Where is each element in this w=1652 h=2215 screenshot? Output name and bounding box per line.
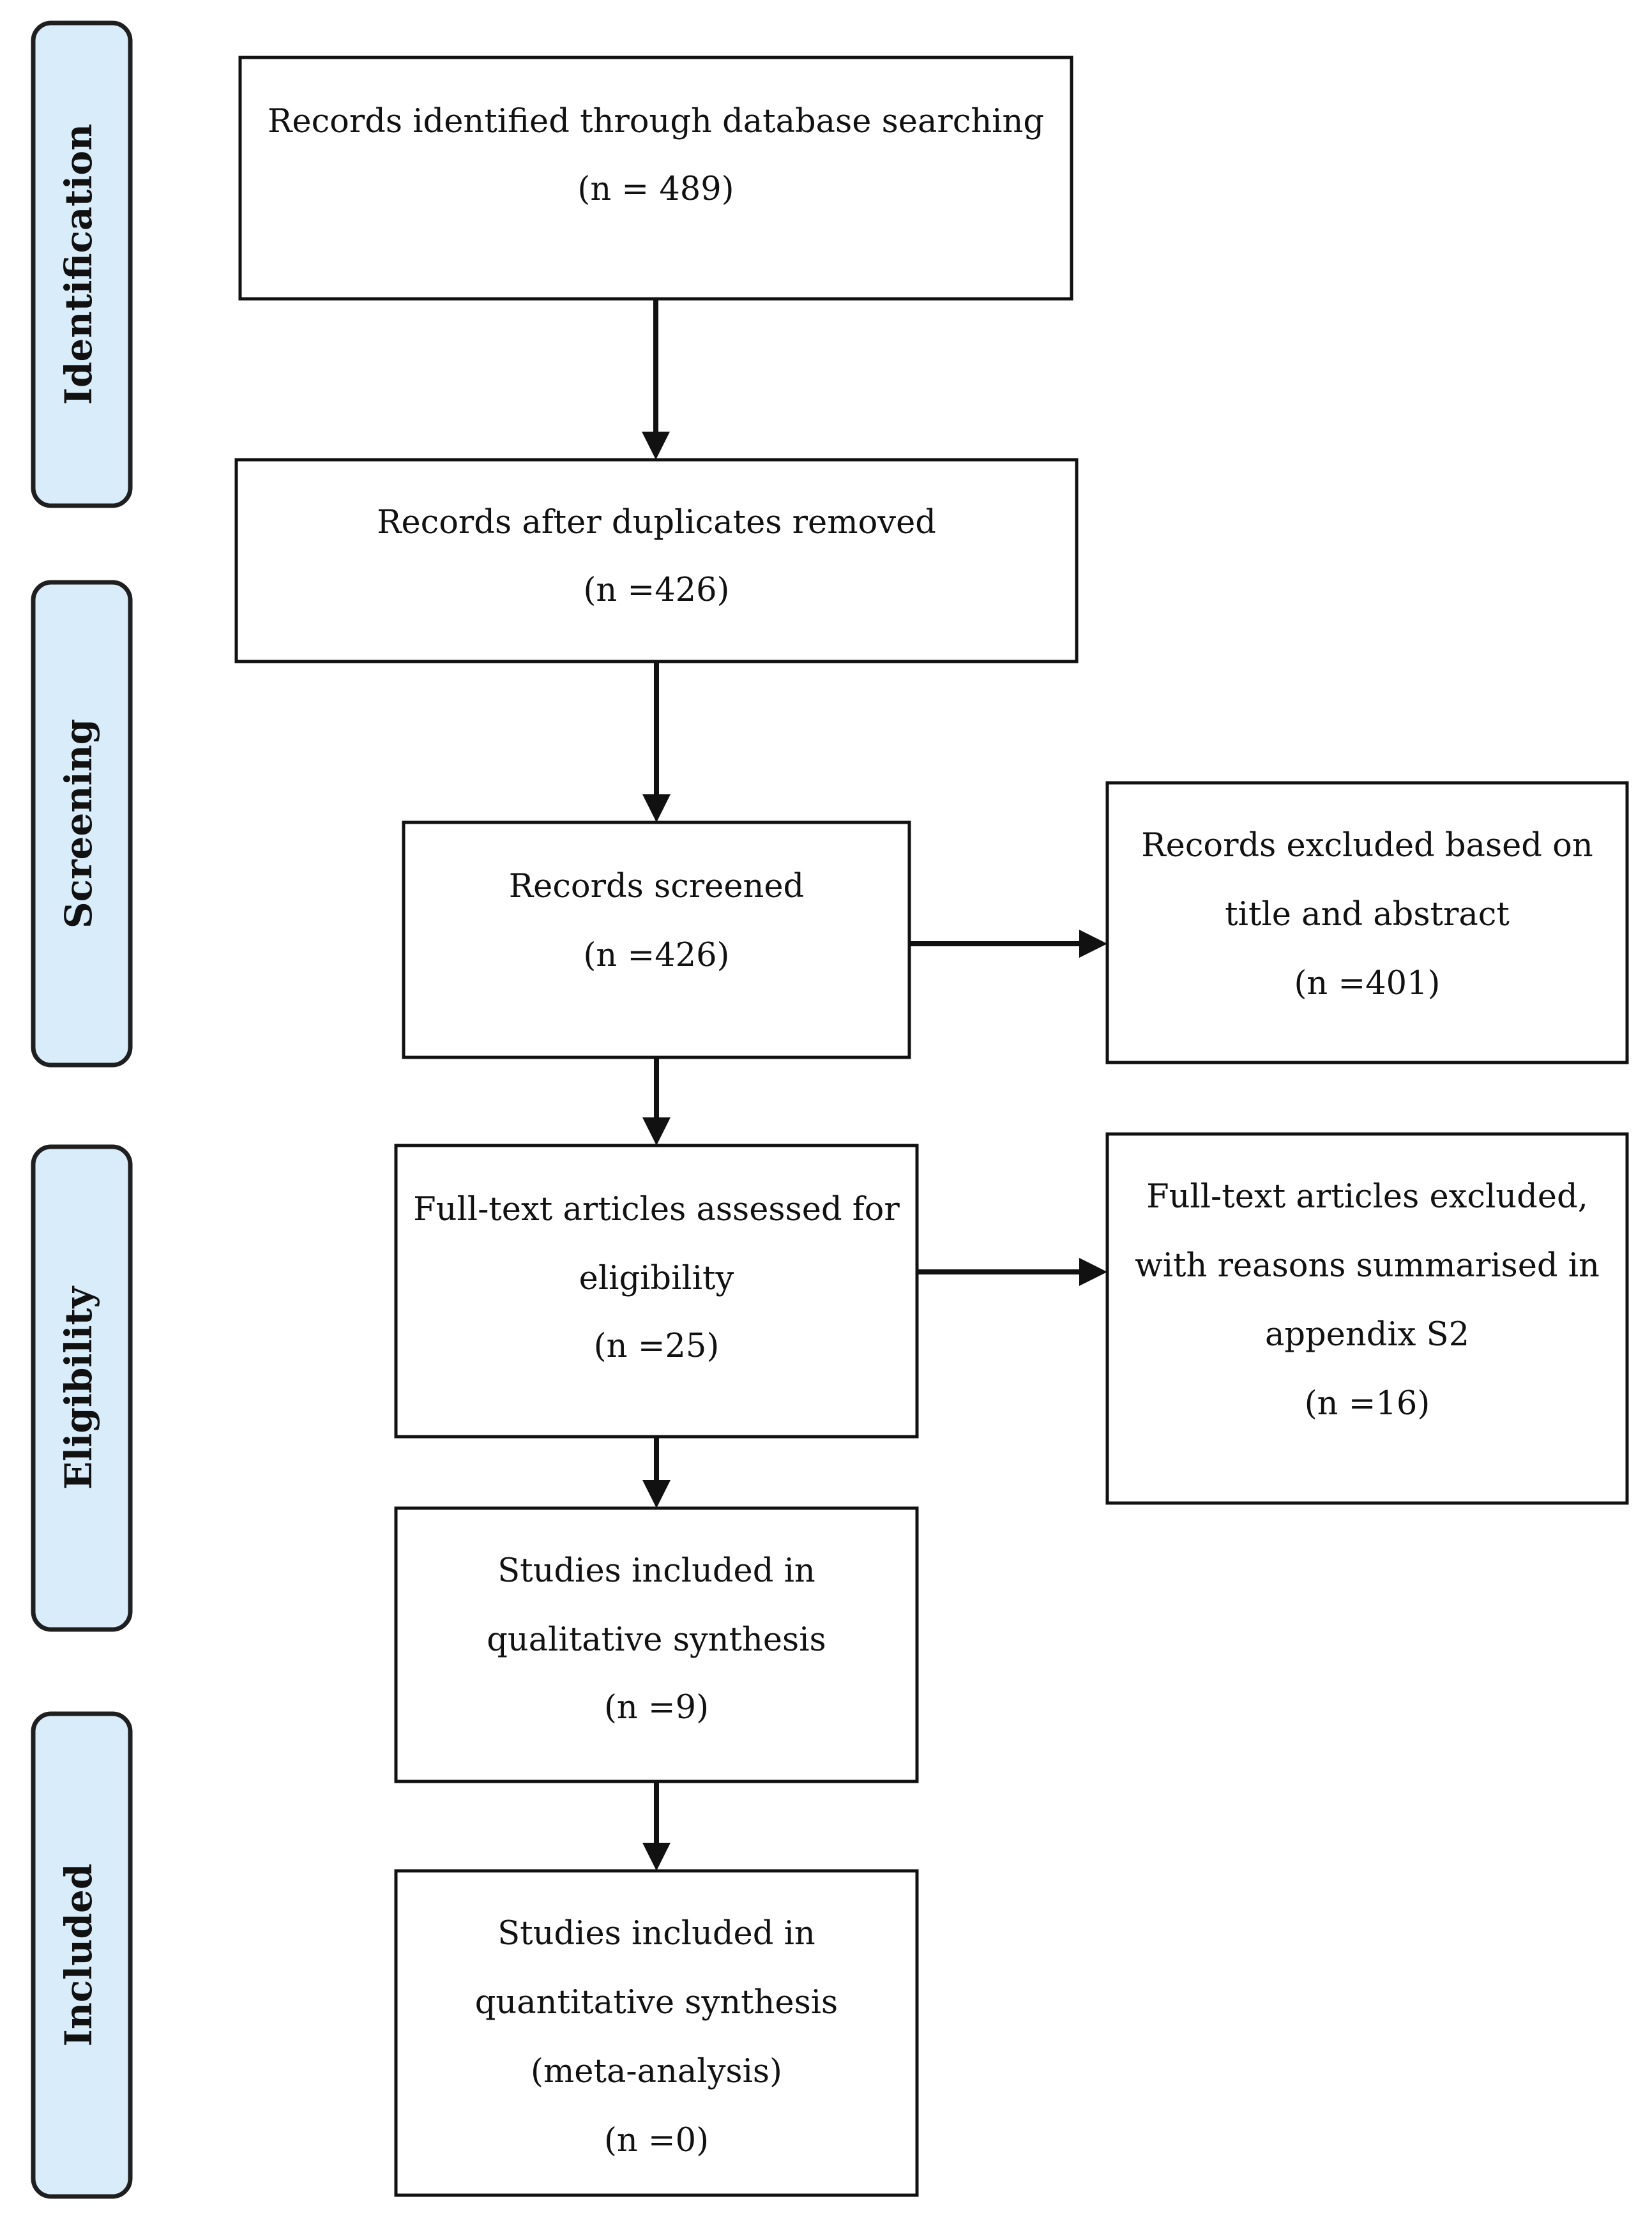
- stage-label-eligibility: Eligibility: [57, 1285, 100, 1490]
- box-quantitative-synthesis-line-4: (n =0): [604, 2122, 709, 2159]
- box-excluded-title-abstract-line-3: (n =401): [1294, 965, 1441, 1002]
- box-duplicates-removed: Records after duplicates removed (n =426…: [234, 458, 1079, 663]
- box-fulltext-assessed-line-3: (n =25): [594, 1327, 719, 1365]
- arrow-screened-to-fulltext: [642, 1057, 671, 1145]
- box-quantitative-synthesis-line-1: Studies included in: [497, 1915, 815, 1953]
- stage-label-included: Included: [57, 1864, 100, 2047]
- box-qualitative-synthesis-line-2: qualitative synthesis: [487, 1621, 826, 1659]
- stage-label-identification: Identification: [57, 124, 100, 405]
- arrow-fulltext-to-qualitative: [642, 1437, 671, 1508]
- box-qualitative-synthesis-line-3: (n =9): [604, 1689, 709, 1727]
- stage-tab-screening: Screening: [31, 580, 133, 1068]
- arrow-identified-to-duplicates: [642, 299, 670, 460]
- box-duplicates-removed-line-1: Records after duplicates removed: [377, 504, 936, 541]
- box-qualitative-synthesis: Studies included in qualitative synthesi…: [394, 1506, 919, 1783]
- box-qualitative-synthesis-line-1: Studies included in: [497, 1552, 815, 1590]
- arrow-screened-to-excluded: [909, 930, 1107, 958]
- box-duplicates-removed-line-2: (n =426): [584, 571, 730, 609]
- box-records-screened-line-1: Records screened: [509, 868, 804, 905]
- box-quantitative-synthesis-line-2: quantitative synthesis: [475, 1984, 838, 2022]
- arrow-qualitative-to-quantitative: [642, 1781, 671, 1871]
- stage-label-screening: Screening: [57, 719, 100, 929]
- box-fulltext-assessed: Full-text articles assessed for eligibil…: [394, 1144, 919, 1439]
- stage-tab-included: Included: [31, 1711, 133, 2199]
- box-quantitative-synthesis-line-3: (meta-analysis): [531, 2053, 782, 2090]
- box-excluded-title-abstract: Records excluded based on title and abst…: [1105, 781, 1629, 1064]
- box-records-identified-line-2: (n = 489): [577, 170, 734, 208]
- box-records-identified-line-1: Records identified through database sear…: [268, 103, 1044, 140]
- box-quantitative-synthesis: Studies included in quantitative synthes…: [394, 1869, 919, 2197]
- box-fulltext-excluded: Full-text articles excluded, with reason…: [1105, 1132, 1629, 1505]
- box-fulltext-excluded-line-4: (n =16): [1305, 1385, 1430, 1423]
- arrow-duplicates-to-screened: [642, 661, 671, 822]
- box-excluded-title-abstract-line-1: Records excluded based on: [1141, 827, 1593, 865]
- box-fulltext-excluded-line-3: appendix S2: [1265, 1316, 1469, 1354]
- stage-tab-identification: Identification: [31, 20, 133, 508]
- box-fulltext-assessed-line-2: eligibility: [579, 1260, 734, 1297]
- box-records-screened: Records screened (n =426): [402, 820, 911, 1059]
- box-fulltext-excluded-line-2: with reasons summarised in: [1135, 1247, 1600, 1285]
- box-fulltext-excluded-line-1: Full-text articles excluded,: [1146, 1178, 1588, 1216]
- box-fulltext-assessed-line-1: Full-text articles assessed for: [413, 1191, 900, 1228]
- box-excluded-title-abstract-line-2: title and abstract: [1225, 896, 1510, 934]
- arrow-fulltext-to-excluded: [917, 1258, 1107, 1286]
- box-records-identified: Records identified through database sear…: [238, 56, 1073, 301]
- box-records-screened-line-2: (n =426): [584, 937, 730, 974]
- stage-tab-eligibility: Eligibility: [31, 1144, 133, 1632]
